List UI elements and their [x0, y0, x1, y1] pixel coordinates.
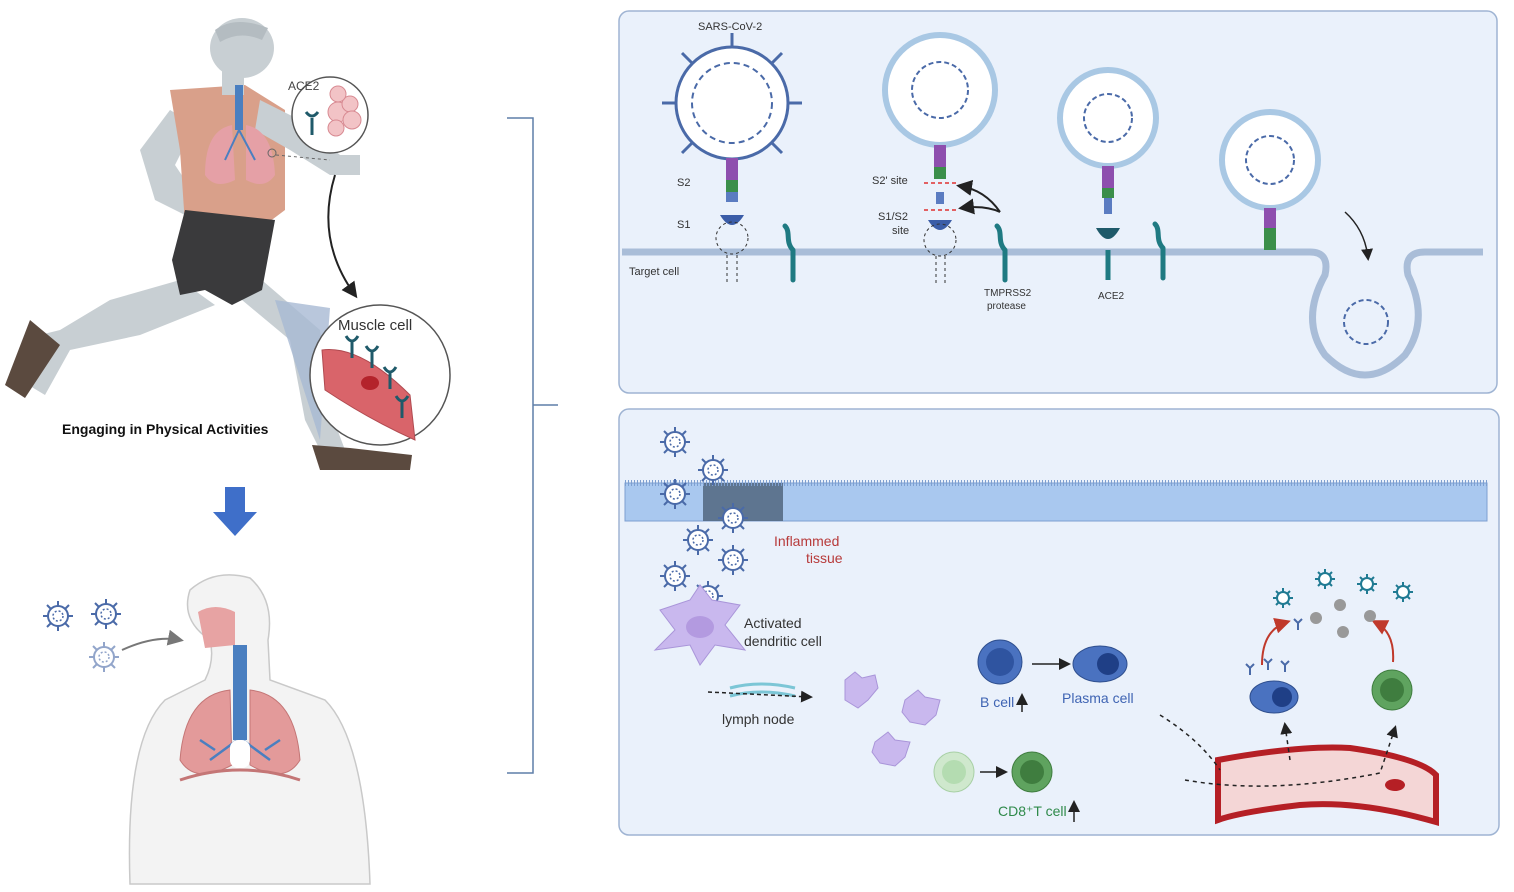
s1s2-site-label-2: site — [892, 225, 909, 237]
virus-icon — [659, 478, 691, 510]
ace2-lung-label: ACE2 — [288, 79, 320, 93]
virus-icon — [682, 524, 714, 556]
virus-icon — [42, 600, 74, 632]
muscle-cell — [321, 349, 416, 441]
cd8-label: CD8⁺T cell — [998, 803, 1067, 819]
virus-icon — [659, 426, 691, 458]
virion-endocytosis — [1219, 109, 1389, 345]
antibodies — [1245, 618, 1303, 675]
virus-icon — [1272, 587, 1294, 609]
b-cell-label: B cell — [980, 694, 1014, 710]
target-cell-label: Target cell — [629, 266, 679, 278]
virus-icon — [1392, 581, 1414, 603]
tmprss2-label-1: TMPRSS2 — [984, 288, 1032, 299]
dendritic-label-2: dendritic cell — [744, 633, 822, 649]
runner-trachea — [235, 85, 243, 130]
virion-ace2-binding — [1057, 67, 1159, 280]
destroyed-virus-icons — [1310, 599, 1376, 638]
activity-caption: Engaging in Physical Activities — [62, 421, 269, 437]
dendritic-label-1: Activated — [744, 615, 802, 631]
s2-label: S2 — [677, 177, 690, 189]
ace2-label: ACE2 — [1098, 291, 1125, 302]
virus-icon — [1314, 568, 1336, 590]
front-shoe — [312, 445, 412, 470]
virus-title: SARS-CoV-2 — [698, 21, 762, 33]
virus-icon — [717, 502, 749, 534]
trachea — [233, 645, 247, 740]
tmprss2-label-2: protease — [987, 301, 1026, 312]
s2prime-site-label: S2' site — [872, 175, 908, 187]
virus-icon — [88, 641, 120, 673]
inflamed-label-1: Inflammed — [774, 533, 839, 549]
target-cell-membrane — [622, 248, 1483, 379]
virus-icon — [90, 598, 122, 630]
runner-illustration: ACE2 Muscle cell — [5, 18, 451, 470]
bracket-connector — [507, 117, 558, 774]
muscle-cell-label: Muscle cell — [338, 317, 412, 334]
virus-icon — [659, 560, 691, 592]
human-body-illustration — [128, 574, 371, 885]
virion-tmprss2-cleavage — [882, 32, 1001, 283]
lymph-node-label: lymph node — [722, 711, 795, 727]
lymph-vessel — [729, 682, 796, 698]
dendritic-cell-small — [844, 671, 941, 767]
viral-entry-panel — [618, 10, 1498, 394]
plasma-cell-label: Plasma cell — [1062, 690, 1134, 706]
sars-cov-2-virion — [662, 33, 802, 161]
s1s2-site-label-1: S1/S2 — [878, 211, 908, 223]
runner-shorts — [172, 210, 275, 305]
inflamed-label-2: tissue — [806, 550, 843, 566]
virus-icon — [717, 544, 749, 576]
inhale-arrow — [121, 629, 184, 651]
back-shoe — [5, 320, 60, 398]
s1-label: S1 — [677, 219, 690, 231]
down-arrow — [213, 487, 257, 536]
virus-icon — [1356, 573, 1378, 595]
blood-vessel — [1215, 744, 1439, 826]
virus-icon — [697, 454, 729, 486]
